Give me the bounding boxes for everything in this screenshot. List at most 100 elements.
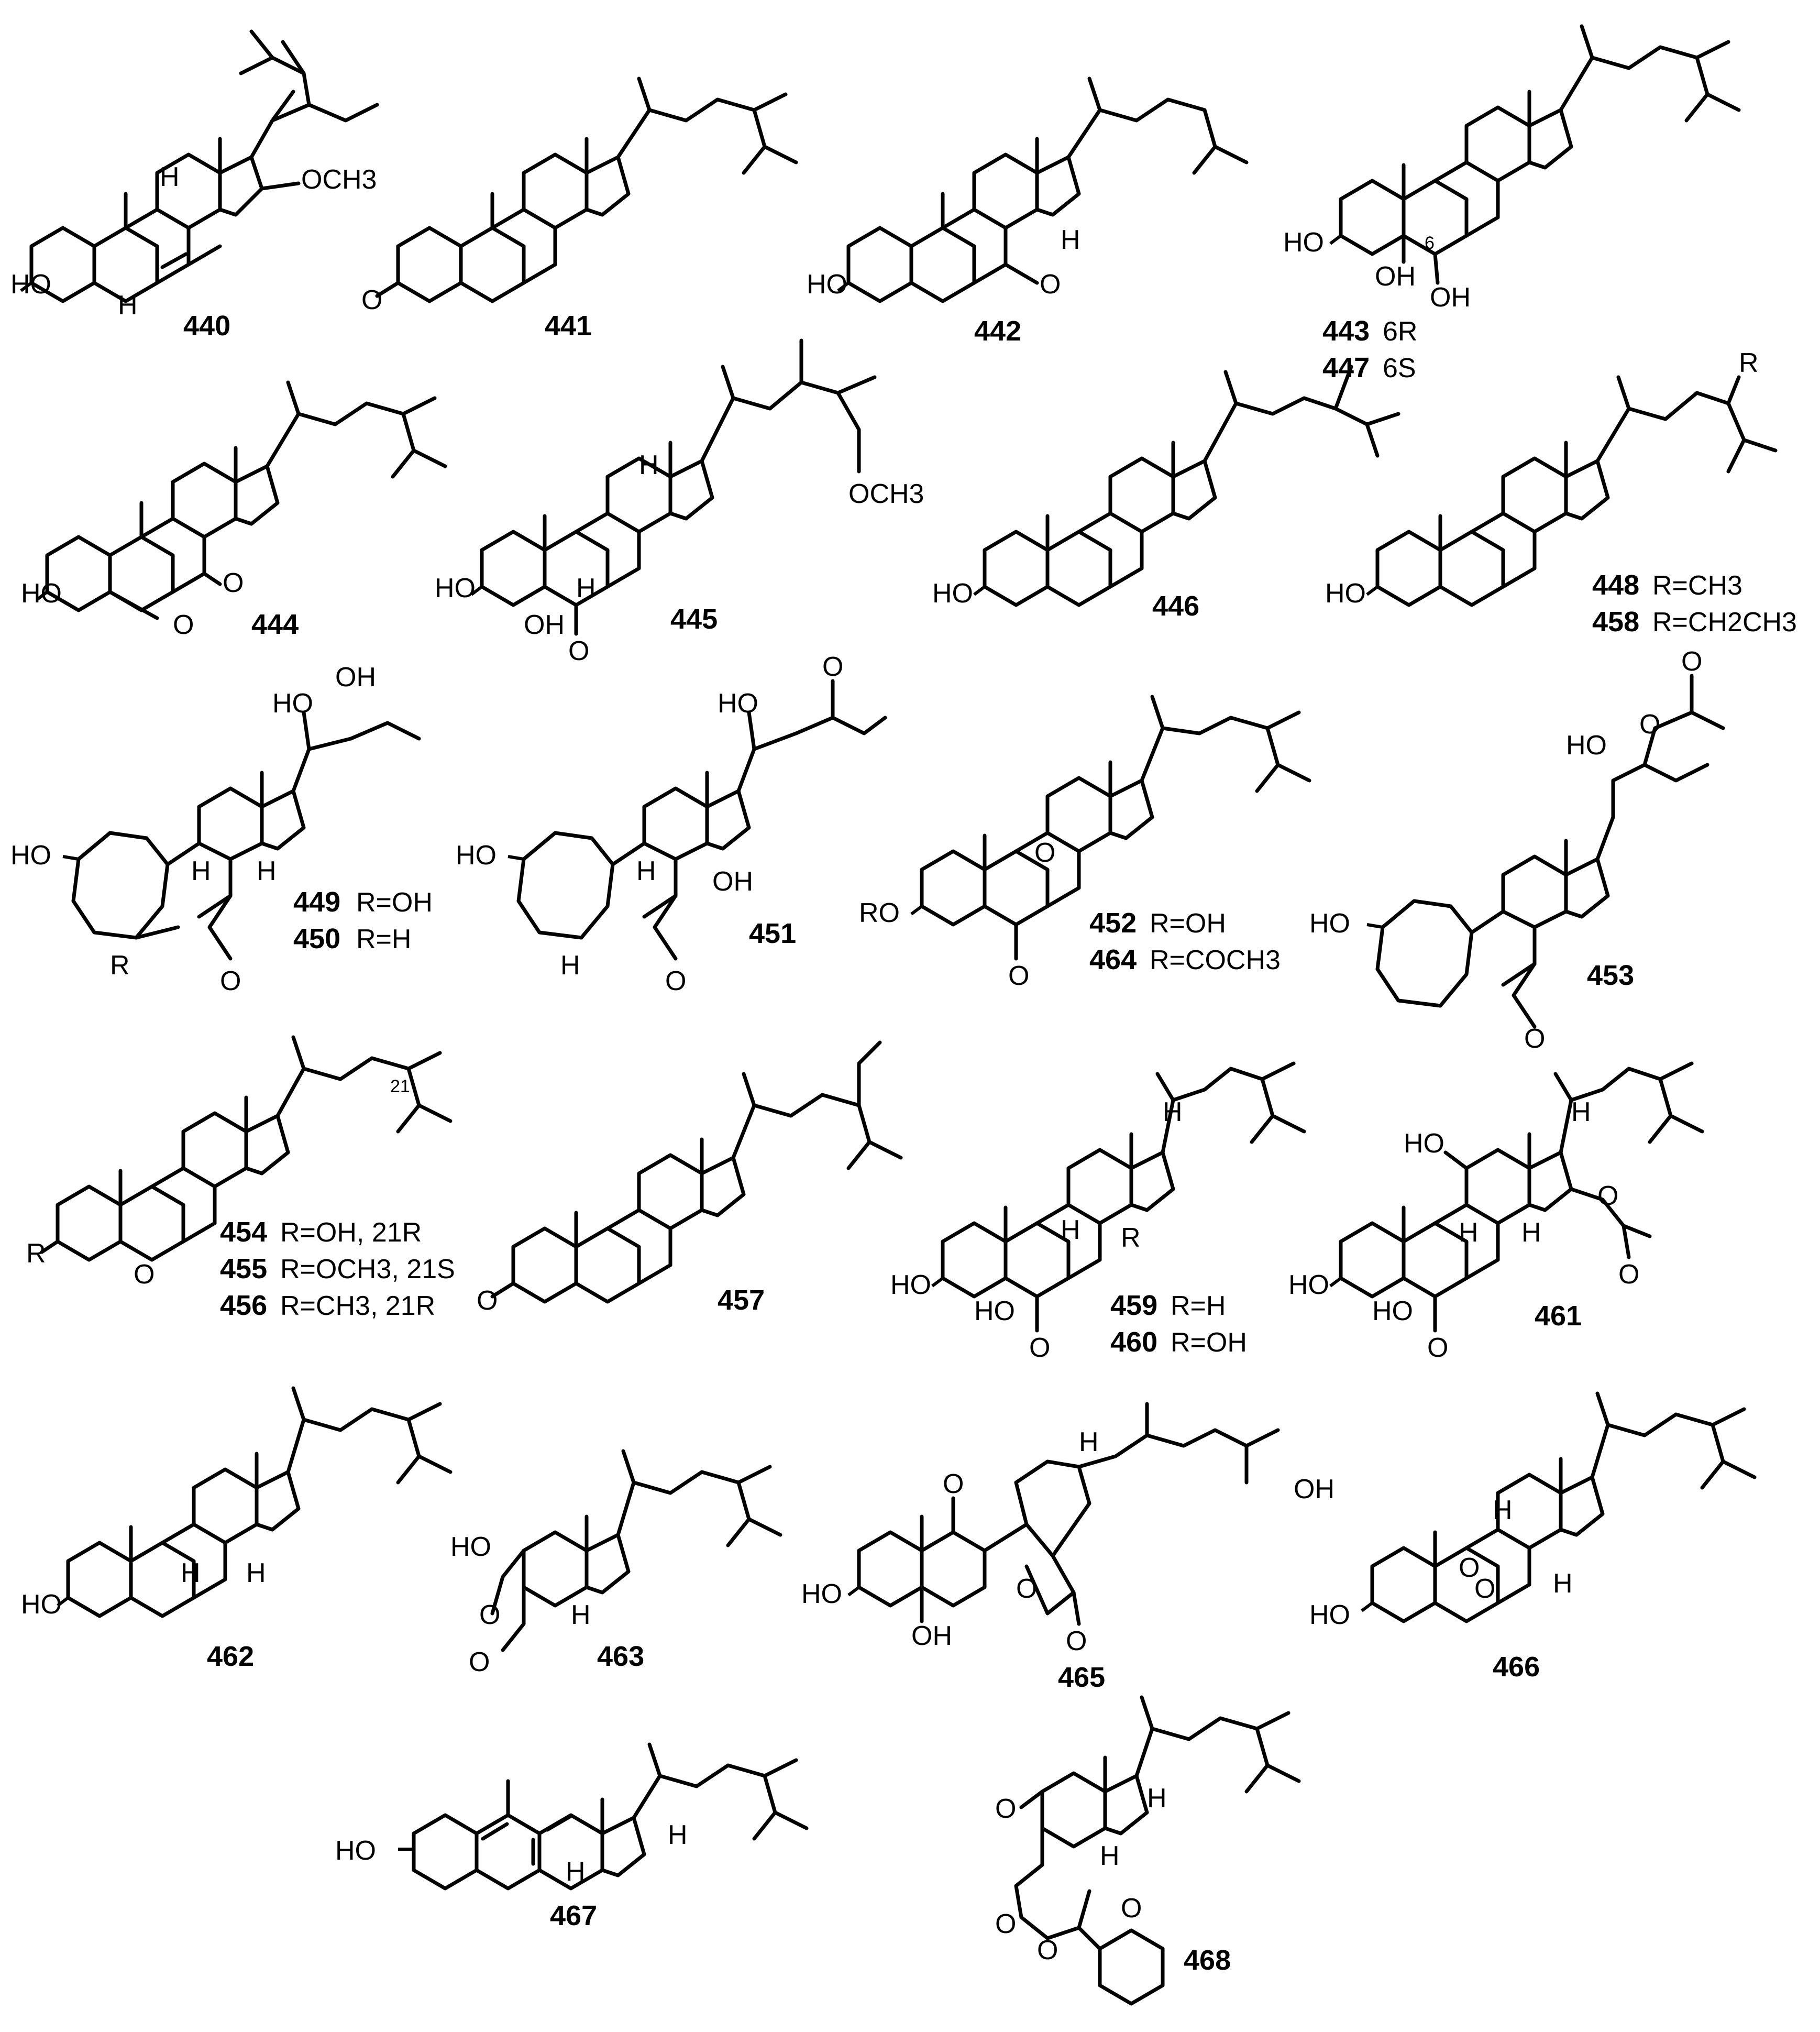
label-451-o-ketone: O xyxy=(822,652,843,682)
structure-441: O 441 xyxy=(361,76,798,342)
label-453-o-carbonyl: O xyxy=(1681,646,1702,677)
label-468-o-carbonyl: O xyxy=(995,1909,1016,1939)
label-459-ho: HO xyxy=(890,1270,931,1300)
label-466-h9: H xyxy=(1493,1495,1513,1525)
label-461-o: O xyxy=(1427,1333,1448,1363)
label-449-h9: H xyxy=(191,856,211,886)
label-442-o: O xyxy=(1040,269,1061,300)
label-449-ho20: HO xyxy=(272,688,313,719)
label-461-ho11: HO xyxy=(1404,1128,1444,1159)
variant-452: R=OH xyxy=(1150,908,1226,939)
compound-id-445: 445 xyxy=(670,603,718,635)
compound-id-441: 441 xyxy=(545,310,592,342)
label-468-o-ketone: O xyxy=(995,1794,1016,1824)
label-467-h9: H xyxy=(566,1857,586,1887)
label-465-h: H xyxy=(1079,1427,1099,1457)
compound-id-451: 451 xyxy=(749,918,796,949)
label-451-o: O xyxy=(665,966,686,996)
label-468-h: H xyxy=(1100,1841,1120,1871)
label-465-o-ketone: O xyxy=(943,1469,964,1499)
label-459-o: O xyxy=(1029,1333,1050,1363)
label-463-ho: HO xyxy=(450,1532,491,1562)
compound-id-458: 458 xyxy=(1592,606,1639,638)
label-468-o-enone: O xyxy=(1121,1893,1142,1924)
locant-443-6: 6 xyxy=(1425,233,1435,253)
structure-449: HO HO OH H H R O 449 R=OH 450 R=H xyxy=(10,662,433,996)
structure-448: HO R 448 R=CH3 458 R=CH2CH3 xyxy=(1325,348,1797,638)
compound-id-450: 450 xyxy=(293,923,340,954)
label-445-h9: H xyxy=(639,450,659,480)
label-449-o: O xyxy=(220,966,241,996)
label-445-h5: H xyxy=(576,573,596,603)
compound-id-446: 446 xyxy=(1152,590,1199,622)
label-465-o-carbonyl: O xyxy=(1066,1626,1087,1656)
compound-id-461: 461 xyxy=(1535,1300,1582,1332)
label-444-ho: HO xyxy=(21,578,62,609)
variant-460: R=OH xyxy=(1171,1327,1247,1358)
label-461-h17: H xyxy=(1571,1097,1591,1127)
label-449-r: R xyxy=(110,950,130,981)
label-440-h9: H xyxy=(160,162,180,192)
compound-id-455: 455 xyxy=(220,1253,267,1284)
structure-459: HO HO O H R H 459 R=H 460 R=OH xyxy=(890,1061,1306,1363)
label-444-o2: O xyxy=(223,568,244,598)
label-451-ho20: HO xyxy=(718,688,758,719)
compound-id-452: 452 xyxy=(1089,907,1137,939)
compound-id-440: 440 xyxy=(183,310,230,342)
structure-446: HO 446 xyxy=(932,365,1400,622)
label-461-h9: H xyxy=(1459,1217,1479,1248)
compound-id-444: 444 xyxy=(251,609,299,640)
label-461-o-ester: O xyxy=(1597,1181,1618,1211)
structure-452: RO O O 452 R=OH 464 R=COCH3 xyxy=(859,695,1311,991)
variant-455: R=OCH3, 21S xyxy=(280,1254,455,1284)
variant-450: R=H xyxy=(356,924,411,954)
label-453-o-ester: O xyxy=(1639,709,1660,740)
compound-id-460: 460 xyxy=(1110,1326,1157,1358)
label-452-o: O xyxy=(1008,961,1029,991)
label-451-ho: HO xyxy=(456,840,497,871)
variant-456: R=CH3, 21R xyxy=(280,1291,435,1321)
compound-id-443: 443 xyxy=(1322,315,1370,347)
compound-id-459: 459 xyxy=(1110,1290,1157,1321)
label-448-r: R xyxy=(1739,348,1759,378)
label-443-ho: HO xyxy=(1283,227,1324,258)
structure-465: HO OH O O O H OH 465 xyxy=(801,1402,1334,1693)
label-461-ho5: HO xyxy=(1372,1296,1413,1326)
label-465-oh: OH xyxy=(911,1621,952,1651)
label-440-och3: OCH3 xyxy=(301,164,377,195)
structure-463: HO O O H 463 xyxy=(450,1449,782,1677)
label-453-ho: HO xyxy=(1309,908,1350,939)
label-443-oh6: OH xyxy=(1430,282,1471,313)
label-459-h17: H xyxy=(1163,1097,1183,1127)
label-453-ho20: HO xyxy=(1566,730,1607,761)
label-441-o: O xyxy=(361,285,382,315)
variant-458: R=CH2CH3 xyxy=(1652,607,1797,638)
label-451-oh14: OH xyxy=(712,866,753,897)
label-445-o: O xyxy=(568,636,589,666)
label-453-o: O xyxy=(1524,1024,1545,1054)
label-459-r: R xyxy=(1121,1223,1141,1253)
label-462-h14: H xyxy=(246,1558,266,1588)
compound-id-453: 453 xyxy=(1587,960,1634,991)
label-445-ho: HO xyxy=(435,573,476,603)
structure-453: HO HO O O O 453 xyxy=(1309,646,1725,1054)
locant-454-21: 21 xyxy=(390,1077,410,1096)
structure-461: HO HO HO O H H H O O 461 xyxy=(1288,1061,1704,1363)
structure-468: O O O O H H 468 xyxy=(995,1695,1301,2006)
compound-id-448: 448 xyxy=(1592,569,1639,601)
label-449-oh: OH xyxy=(335,662,376,693)
compound-id-462: 462 xyxy=(207,1641,254,1672)
label-466-ho: HO xyxy=(1309,1600,1350,1630)
compound-id-442: 442 xyxy=(974,315,1021,347)
compound-id-463: 463 xyxy=(597,1641,644,1672)
variant-443: 6R xyxy=(1383,316,1417,347)
label-446-ho: HO xyxy=(932,578,973,609)
label-465-ho: HO xyxy=(801,1579,842,1609)
label-445-och3: OCH3 xyxy=(848,479,924,509)
label-452-ro: RO xyxy=(859,898,900,928)
structure-466: HO H H O O 466 xyxy=(1309,1391,1757,1683)
label-466-o1: O xyxy=(1459,1553,1480,1583)
label-449-ho: HO xyxy=(10,840,51,871)
label-465-o-lactone: O xyxy=(1016,1574,1037,1604)
label-467-ho: HO xyxy=(335,1836,376,1866)
